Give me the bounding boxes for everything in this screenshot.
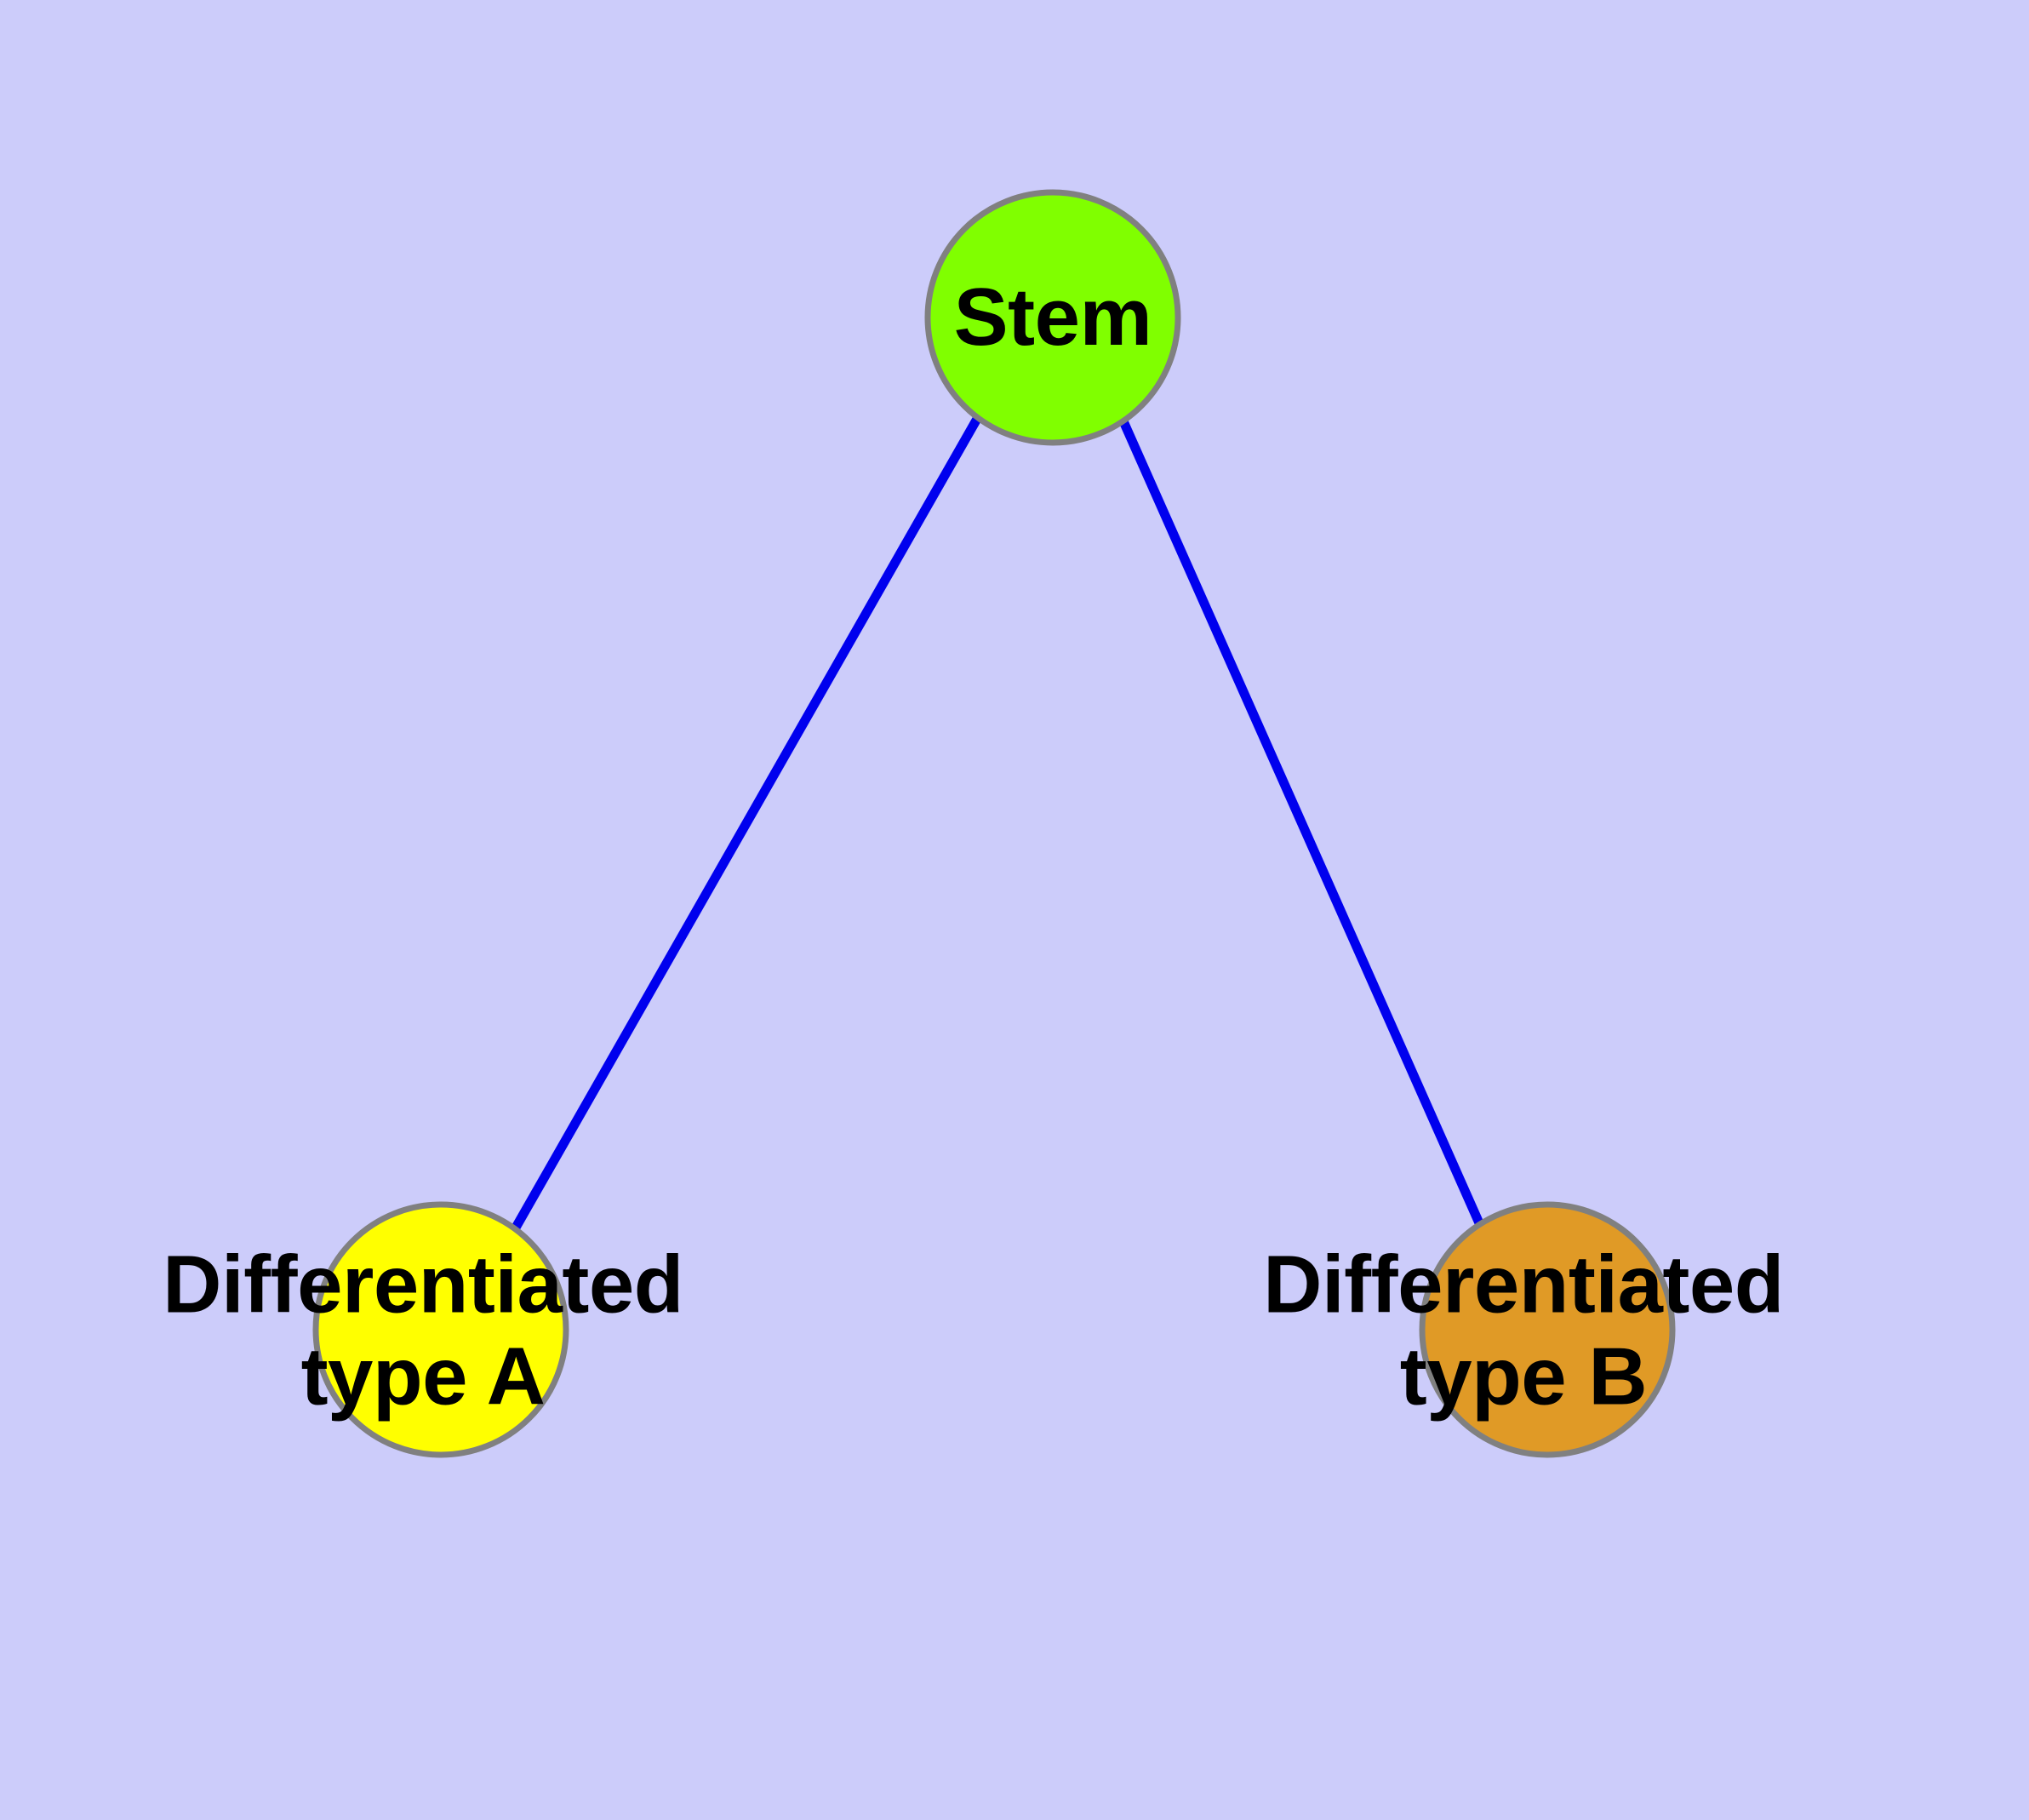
edges-layer — [512, 416, 1485, 1230]
graph-edge-stem-to-diff-b — [1118, 419, 1485, 1228]
nodes-layer — [312, 189, 1676, 1458]
graph-node-diff-b[interactable] — [1419, 1201, 1676, 1458]
graph-node-diff-a[interactable] — [312, 1201, 569, 1458]
graph-node-stem[interactable] — [924, 189, 1181, 446]
graph-edge-stem-to-diff-a — [512, 416, 981, 1230]
